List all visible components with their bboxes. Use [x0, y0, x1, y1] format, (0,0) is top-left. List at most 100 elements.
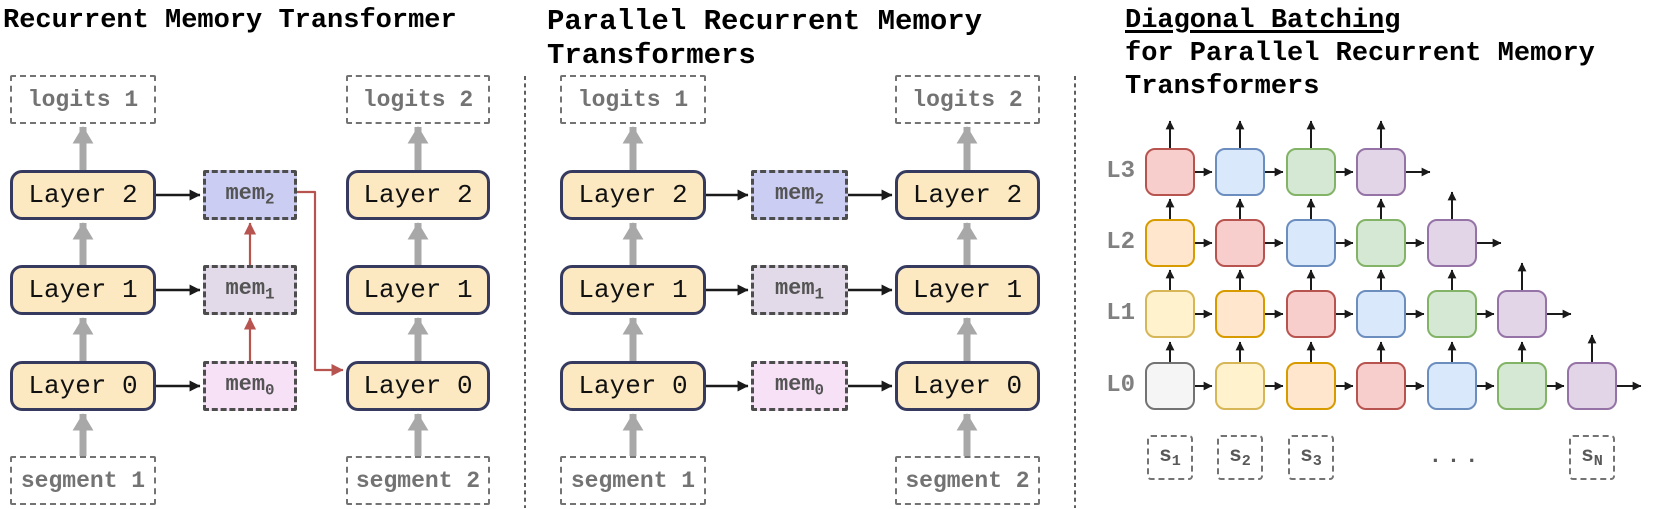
segments-ellipsis: ...	[1428, 444, 1484, 469]
grid-cell-l2-3-blue	[1286, 219, 1336, 267]
grid-cell-l3-3-green	[1286, 148, 1336, 196]
grid-row-label-l1: L1	[1106, 300, 1135, 327]
segment-s1-box: s1	[1147, 435, 1193, 480]
rmt-mem2-box: mem2	[203, 170, 297, 220]
grid-cell-l0-4-red	[1356, 362, 1406, 410]
segment-s-base: s	[1229, 444, 1242, 468]
rmt-segment2-label: segment 2	[355, 467, 481, 494]
layer-label: Layer 1	[912, 275, 1023, 305]
prmt-segment1-label: segment 1	[570, 467, 696, 494]
mem-label-base: mem	[774, 372, 815, 398]
segment-s-base: s	[1159, 444, 1172, 468]
mem1-label: mem1	[775, 276, 824, 303]
segment-s-base: s	[1300, 444, 1313, 468]
mem-subscript: 2	[265, 190, 275, 209]
grid-cell-l3-4-purple	[1356, 148, 1406, 196]
mem-subscript: 2	[814, 190, 825, 209]
grid-row-label-l3: L3	[1106, 158, 1135, 185]
mem-label-base: mem	[225, 276, 266, 302]
prmt-segment1-box: segment 1	[560, 456, 706, 505]
rmt-segment1-box: segment 1	[10, 456, 156, 505]
grid-cell-l1-4-blue	[1356, 290, 1406, 338]
mem-label-base: mem	[774, 181, 815, 207]
segment-s-subscript: 2	[1241, 452, 1251, 471]
grid-row-label-l0: L0	[1106, 372, 1135, 399]
segment-s-subscript: 3	[1312, 452, 1322, 471]
prmt-seg2-layer0-box: Layer 0	[895, 361, 1040, 411]
grid-cell-l3-2-blue	[1215, 148, 1265, 196]
segment-s-base: s	[1581, 444, 1594, 468]
grid-cell-l0-1-gray	[1145, 362, 1195, 410]
diagonal-panel-title-line1: Diagonal Batching	[1125, 6, 1401, 36]
prmt-logits2-box: logits 2	[895, 75, 1040, 124]
prmt-segment2-label: segment 2	[905, 467, 1030, 494]
mem-subscript: 1	[814, 285, 825, 304]
rmt-seg1-layer2-box: Layer 2	[10, 170, 156, 220]
grid-cell-l2-4-green	[1356, 219, 1406, 267]
rmt-logits1-box: logits 1	[10, 75, 156, 124]
layer-label: Layer 2	[28, 180, 138, 210]
grid-cell-l2-2-red	[1215, 219, 1265, 267]
grid-cell-l0-7-purple	[1567, 362, 1617, 410]
mem2-label: mem2	[225, 181, 274, 208]
memory-to-next-segment-arrow	[297, 190, 344, 377]
prmt-logits1-box: logits 1	[560, 75, 706, 124]
rmt-seg1-layer1-box: Layer 1	[10, 265, 156, 315]
segment-s2-box: s2	[1217, 435, 1263, 480]
layer-label: Layer 0	[912, 371, 1023, 401]
mem0-label: mem0	[775, 372, 824, 399]
mem-subscript: 0	[814, 381, 825, 400]
mem0-label: mem0	[225, 372, 274, 399]
segment-s3-box: s3	[1288, 435, 1334, 480]
layer-label: Layer 0	[578, 371, 688, 401]
prmt-seg1-layer0-box: Layer 0	[560, 361, 706, 411]
grid-cell-l3-1-red	[1145, 148, 1195, 196]
prmt-panel-title-line2: Transformers	[547, 39, 756, 72]
prmt-logits1-label: logits 1	[577, 86, 689, 113]
prmt-mem0-box: mem0	[751, 361, 848, 411]
rmt-mem0-box: mem0	[203, 361, 297, 411]
grid-cell-l2-1-orange	[1145, 219, 1195, 267]
mem1-label: mem1	[225, 276, 274, 303]
grid-cell-l1-1-yellow	[1145, 290, 1195, 338]
prmt-seg2-layer2-box: Layer 2	[895, 170, 1040, 220]
prmt-panel-title-line1: Parallel Recurrent Memory	[547, 5, 983, 38]
layer-label: Layer 1	[578, 275, 688, 305]
grid-cell-l1-6-purple	[1497, 290, 1547, 338]
rmt-logits1-label: logits 1	[27, 86, 139, 113]
rmt-mem1-box: mem1	[203, 265, 297, 315]
grid-cell-l0-6-green	[1497, 362, 1547, 410]
rmt-segment1-label: segment 1	[20, 467, 146, 494]
rmt-panel-title: Recurrent Memory Transformer	[3, 6, 457, 36]
grid-cell-l2-5-purple	[1427, 219, 1477, 267]
grid-cell-l1-3-red	[1286, 290, 1336, 338]
segment-s-label: s1	[1159, 445, 1181, 470]
prmt-seg2-layer1-box: Layer 1	[895, 265, 1040, 315]
grid-cell-l0-5-blue	[1427, 362, 1477, 410]
layer-label: Layer 0	[363, 371, 473, 401]
layer-label: Layer 0	[28, 371, 138, 401]
rmt-seg2-layer0-box: Layer 0	[346, 361, 490, 411]
segment-s-subscript: N	[1593, 452, 1603, 471]
grid-cell-l1-5-green	[1427, 290, 1477, 338]
mem-label-base: mem	[774, 276, 815, 302]
prmt-segment2-box: segment 2	[895, 456, 1040, 505]
mem-label-base: mem	[225, 181, 266, 207]
rmt-logits2-box: logits 2	[346, 75, 490, 124]
mem-subscript: 1	[265, 285, 275, 304]
segment-s-label: s3	[1300, 445, 1322, 470]
mem-label-base: mem	[225, 372, 266, 398]
rmt-seg2-layer1-box: Layer 1	[346, 265, 490, 315]
segment-s-label: s2	[1229, 445, 1251, 470]
layer-label: Layer 2	[912, 180, 1023, 210]
prmt-logits2-label: logits 2	[912, 86, 1023, 113]
rmt-seg2-layer2-box: Layer 2	[346, 170, 490, 220]
rmt-seg1-layer0-box: Layer 0	[10, 361, 156, 411]
segment-s-subscript: 1	[1171, 452, 1181, 471]
grid-cell-l1-2-orange	[1215, 290, 1265, 338]
layer-label: Layer 1	[28, 275, 138, 305]
grid-cell-l0-2-yellow	[1215, 362, 1265, 410]
prmt-mem2-box: mem2	[751, 170, 848, 220]
